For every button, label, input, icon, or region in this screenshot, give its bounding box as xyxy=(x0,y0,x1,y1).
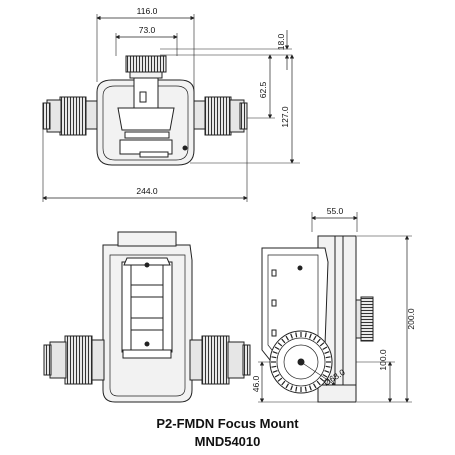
knurl-tick xyxy=(319,342,325,347)
caption-model: MND54010 xyxy=(194,434,261,449)
knurl-tick xyxy=(290,385,294,391)
top-view xyxy=(42,14,300,202)
knurl-tick xyxy=(271,356,277,359)
top-left-knob xyxy=(59,96,87,136)
knurl-tick xyxy=(272,369,278,373)
knurl-tick xyxy=(285,383,290,389)
side-view xyxy=(258,212,412,403)
side-fine-knob xyxy=(360,296,374,342)
knurl-tick xyxy=(290,333,294,339)
dim-100: 100.0 xyxy=(378,349,388,371)
knurl-tick xyxy=(272,351,278,355)
knurl-tick xyxy=(322,373,328,378)
dim-127: 127.0 xyxy=(280,106,290,128)
top-right-knob xyxy=(204,96,232,136)
knurl-tick xyxy=(312,335,317,341)
knurl-tick xyxy=(281,338,286,344)
dim-200: 200.0 xyxy=(406,308,416,330)
knurl-tick xyxy=(325,356,331,359)
knurl-tick xyxy=(325,365,331,368)
knurl-tick xyxy=(271,365,277,368)
knurl-tick xyxy=(281,380,286,386)
front-right-fine-knob xyxy=(242,344,251,376)
knurl-tick xyxy=(277,377,283,382)
dim-244: 244.0 xyxy=(136,186,158,196)
knurl-tick xyxy=(274,373,280,378)
dim-62-5: 62.5 xyxy=(258,81,268,98)
front-left-fine-knob xyxy=(43,344,52,376)
caption-title: P2-FMDN Focus Mount xyxy=(156,416,299,431)
top-right-fine-knob xyxy=(239,102,248,130)
front-view xyxy=(43,231,251,403)
knurl-tick xyxy=(312,383,317,389)
side-knob-knurl xyxy=(271,332,331,392)
knurl-tick xyxy=(304,332,307,338)
knurl-tick xyxy=(308,333,312,339)
dim-73: 73.0 xyxy=(139,25,156,35)
knurl-tick xyxy=(285,335,290,341)
dim-55: 55.0 xyxy=(327,206,344,216)
dim-line-diameter xyxy=(300,361,336,386)
front-right-knob xyxy=(201,335,230,385)
knurl-tick xyxy=(295,332,298,338)
knurl-tick xyxy=(295,386,298,392)
front-left-knob xyxy=(64,335,93,385)
knurl-tick xyxy=(316,380,321,386)
top-knob xyxy=(125,55,167,73)
knurl-tick xyxy=(308,385,312,391)
knurl-tick xyxy=(324,369,330,373)
dim-18: 18.0 xyxy=(276,33,286,50)
knurl-tick xyxy=(322,346,328,351)
knurl-tick xyxy=(316,338,321,344)
knurl-tick xyxy=(274,346,280,351)
top-left-fine-knob xyxy=(42,102,51,130)
front-rail xyxy=(121,261,173,353)
knurl-tick xyxy=(304,386,307,392)
knurl-tick xyxy=(319,377,325,382)
dim-116: 116.0 xyxy=(137,6,158,16)
knurl-tick xyxy=(277,342,283,347)
knurl-tick xyxy=(324,351,330,355)
dim-46: 46.0 xyxy=(251,375,261,392)
